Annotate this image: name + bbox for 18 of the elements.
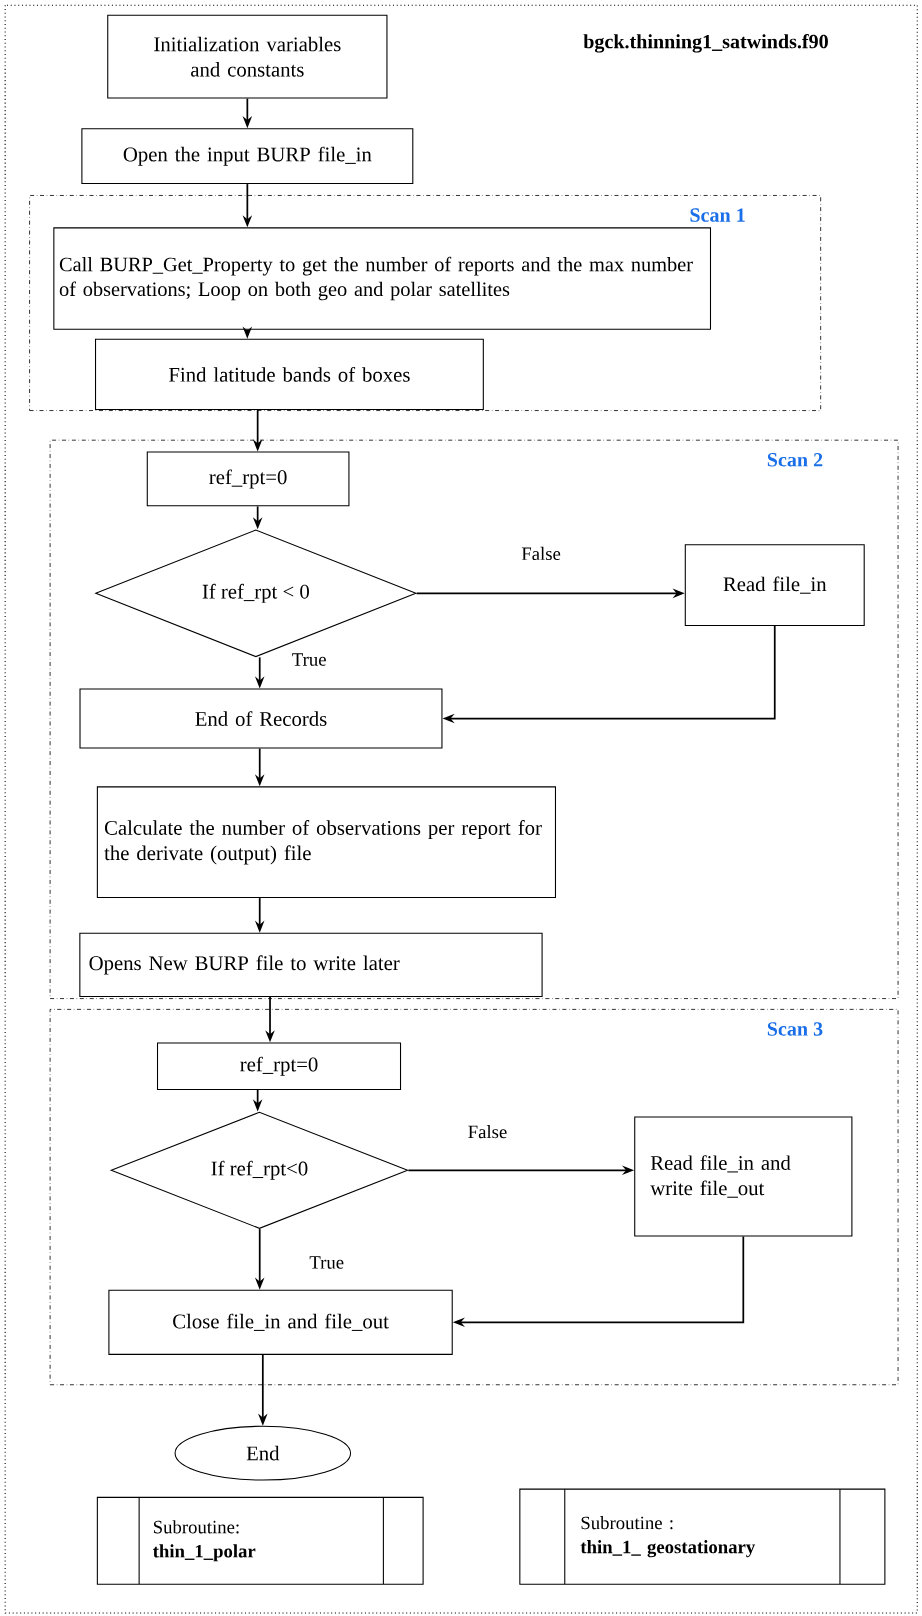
process-box: Find latitude bands of boxes xyxy=(94,338,484,411)
subroutine-box: Subroutine: thin_1_polar xyxy=(96,1496,424,1585)
process-box: Opens New BURP file to write later xyxy=(79,932,543,997)
process-box: Read file_in xyxy=(684,544,865,626)
process-box: Initialization variables and constants xyxy=(107,14,388,99)
edge-label: False xyxy=(466,1123,509,1140)
process-box: End of Records xyxy=(79,688,443,749)
process-box: Call BURP_Get_Property to get the number of reports and the max number of observations; Loop on both geo and polar satellites xyxy=(53,227,711,330)
process-box: Open the input BURP file_in xyxy=(81,128,414,185)
process-box: Calculate the number of observations per report for the derivate (output) file xyxy=(96,786,556,899)
edge-label: False xyxy=(519,545,562,562)
process-box: Close file_in and file_out xyxy=(108,1289,453,1355)
process-box: ref_rpt=0 xyxy=(146,451,350,507)
process-box: Read file_in and write file_out xyxy=(634,1116,853,1237)
process-box: ref_rpt=0 xyxy=(156,1042,401,1090)
subroutine-box: Subroutine : thin_1_ geostationary xyxy=(519,1488,886,1585)
edge-label: True xyxy=(307,1254,346,1271)
title: bgck.thinning1_satwinds.f90 xyxy=(583,34,828,53)
